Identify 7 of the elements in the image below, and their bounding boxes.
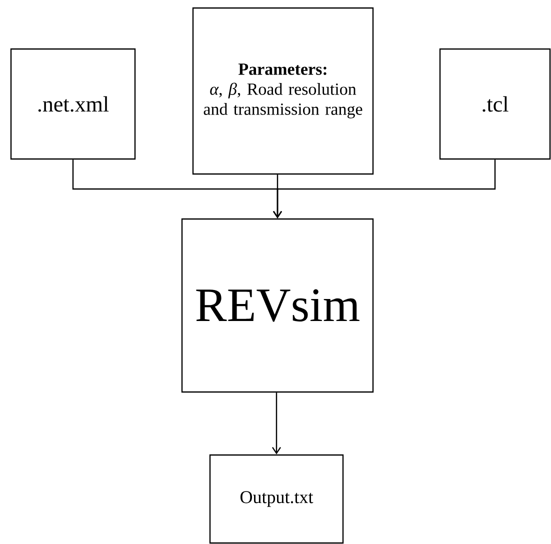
parameter-box: Parameters: α, β, Road resolution and transmission range — [192, 7, 374, 175]
process-box: REVsim — [181, 218, 374, 393]
arrow — [273, 160, 496, 218]
file-box: .tcl — [439, 48, 551, 160]
file-box: Output.txt — [209, 454, 344, 544]
arrow — [272, 392, 281, 454]
file-box: .net.xml — [10, 48, 136, 160]
